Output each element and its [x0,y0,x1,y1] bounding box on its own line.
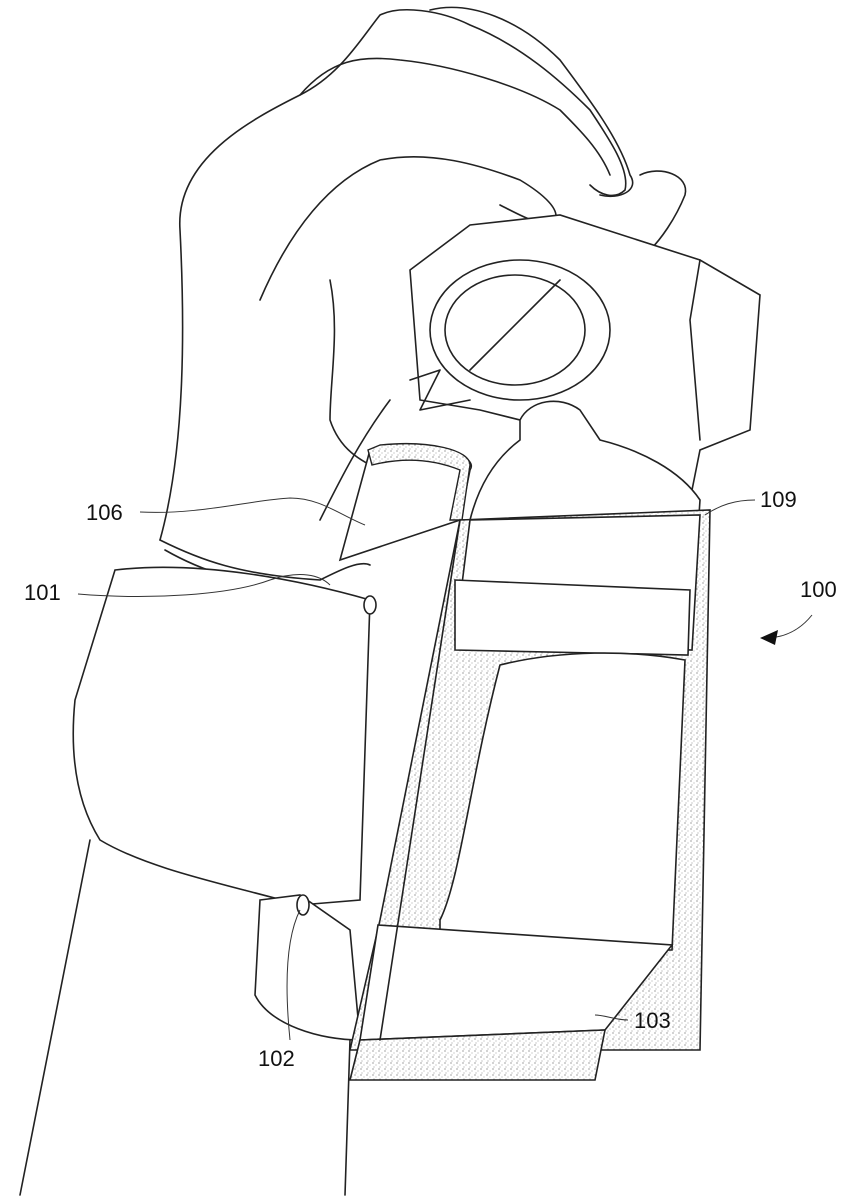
arrow-icon [760,630,778,645]
label-103: 103 [634,1008,671,1033]
wrist-strap [72,539,377,906]
label-109: 109 [760,487,797,512]
label-101: 101 [24,580,61,605]
hand [159,6,687,541]
holder-strap-back [338,443,473,562]
label-106: 106 [86,500,123,525]
inhaler-actuator [409,214,761,502]
holder-sleeve [348,509,711,1081]
forearm [19,839,351,1196]
label-100: 100 [800,577,837,602]
leader-lines [77,497,813,1041]
holder-base [254,894,361,1041]
label-102: 102 [258,1046,295,1071]
